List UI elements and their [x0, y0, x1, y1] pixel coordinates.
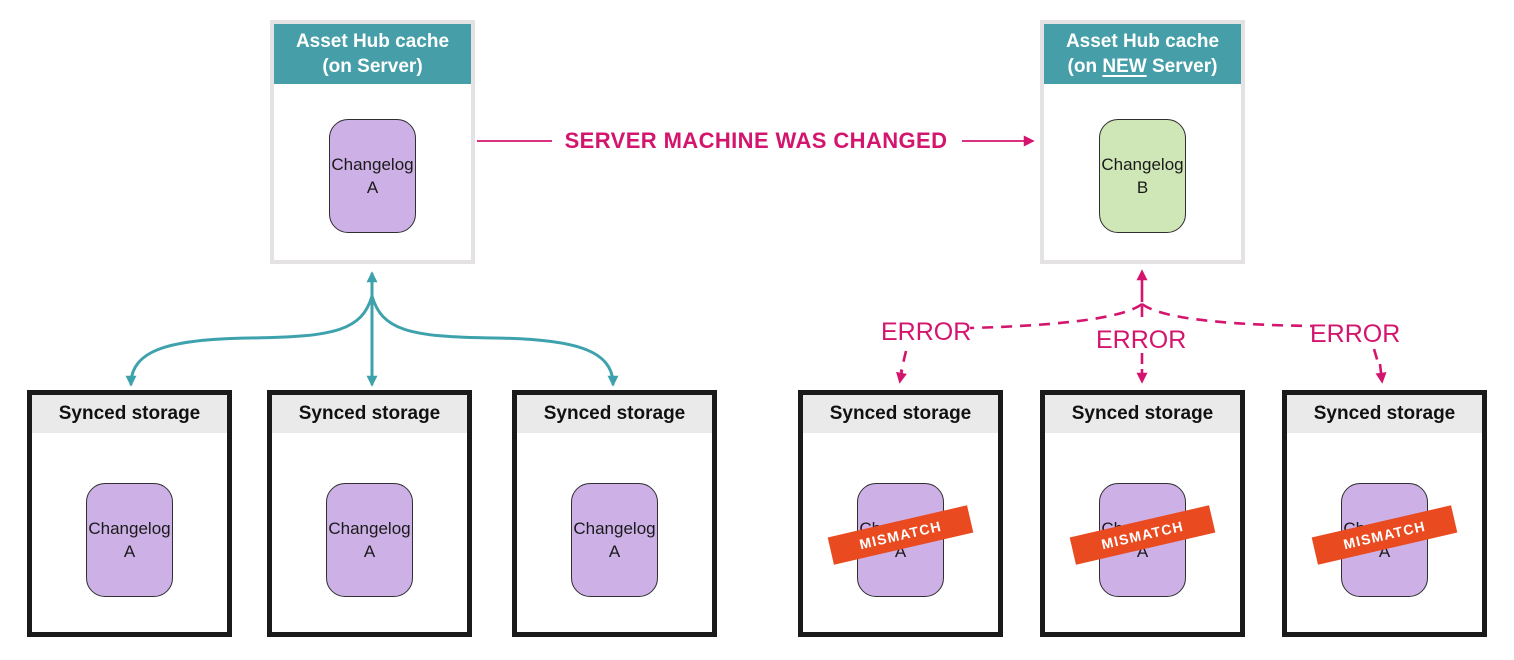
- synced-storage-title: Synced storage: [1287, 395, 1482, 433]
- changelog-name: Changelog: [328, 519, 411, 538]
- sync-arrow-branch-right: [370, 294, 619, 387]
- changelog-name: Changelog: [1101, 155, 1184, 174]
- server-machine-changed-label: SERVER MACHINE WAS CHANGED: [564, 128, 948, 153]
- asset-hub-server-title-line2: (on Server): [322, 56, 423, 77]
- error-label-right: ERROR: [1310, 320, 1401, 348]
- error-arrowhead-down-right: [1375, 363, 1387, 384]
- synced-storage-box-5: Synced storage Changelog A MISMATCH: [1040, 390, 1245, 637]
- title-line2-new-underlined: NEW: [1102, 56, 1147, 77]
- error-label-left: ERROR: [881, 318, 972, 346]
- changelog-version: A: [1136, 542, 1149, 561]
- changelog-version: A: [608, 542, 621, 561]
- synced-storage-box-4: Synced storage Changelog A MISMATCH: [798, 390, 1003, 637]
- synced-storage-box-2: Synced storage Changelog A: [267, 390, 472, 637]
- asset-hub-server-title-line1: Asset Hub cache: [295, 31, 450, 52]
- title-line2-prefix: (on: [1067, 56, 1103, 77]
- synced-storage-title: Synced storage: [517, 395, 712, 433]
- changelog-version: A: [894, 542, 907, 561]
- asset-hub-cache-server-box: Asset Hub cache (on Server) Changelog A: [270, 20, 475, 264]
- changelog-version: A: [363, 542, 376, 561]
- error-dash-down-left: [899, 350, 908, 373]
- asset-hub-server-header: Asset Hub cache (on Server): [274, 24, 471, 84]
- asset-hub-new-server-header: Asset Hub cache (on NEW Server): [1044, 24, 1241, 84]
- error-dash-down-right: [1372, 348, 1381, 367]
- error-dash-fan-right: [1141, 302, 1313, 328]
- changelog-name: Changelog: [331, 155, 414, 174]
- error-dash-fan-left: [969, 302, 1143, 330]
- synced-storage-box-3: Synced storage Changelog A: [512, 390, 717, 637]
- changelog-a-card: Changelog A: [571, 483, 658, 597]
- changelog-version: A: [123, 542, 136, 561]
- synced-storage-title: Synced storage: [272, 395, 467, 433]
- changelog-b-card-hub: Changelog B: [1099, 119, 1186, 233]
- error-arrowhead-down-left: [896, 369, 907, 384]
- changelog-name: Changelog: [88, 519, 171, 538]
- title-line2-suffix: Server): [1146, 56, 1218, 77]
- error-label-center: ERROR: [1096, 326, 1187, 354]
- changelog-version: A: [1378, 542, 1391, 561]
- synced-storage-box-6: Synced storage Changelog A MISMATCH: [1282, 390, 1487, 637]
- changelog-name: Changelog: [573, 519, 656, 538]
- asset-hub-new-server-title-line2: (on NEW Server): [1044, 54, 1241, 79]
- changelog-a-card: Changelog A: [326, 483, 413, 597]
- sync-arrow-branch-left: [125, 294, 374, 387]
- changelog-version: A: [366, 178, 379, 197]
- synced-storage-title: Synced storage: [803, 395, 998, 433]
- synced-storage-title: Synced storage: [32, 395, 227, 433]
- synced-storage-title: Synced storage: [1045, 395, 1240, 433]
- asset-hub-cache-new-server-box: Asset Hub cache (on NEW Server) Changelo…: [1040, 20, 1245, 264]
- synced-storage-box-1: Synced storage Changelog A: [27, 390, 232, 637]
- asset-hub-new-server-title-line1: Asset Hub cache: [1065, 31, 1220, 52]
- changelog-a-card: Changelog A: [86, 483, 173, 597]
- changelog-version: B: [1136, 178, 1149, 197]
- changelog-a-card-hub: Changelog A: [329, 119, 416, 233]
